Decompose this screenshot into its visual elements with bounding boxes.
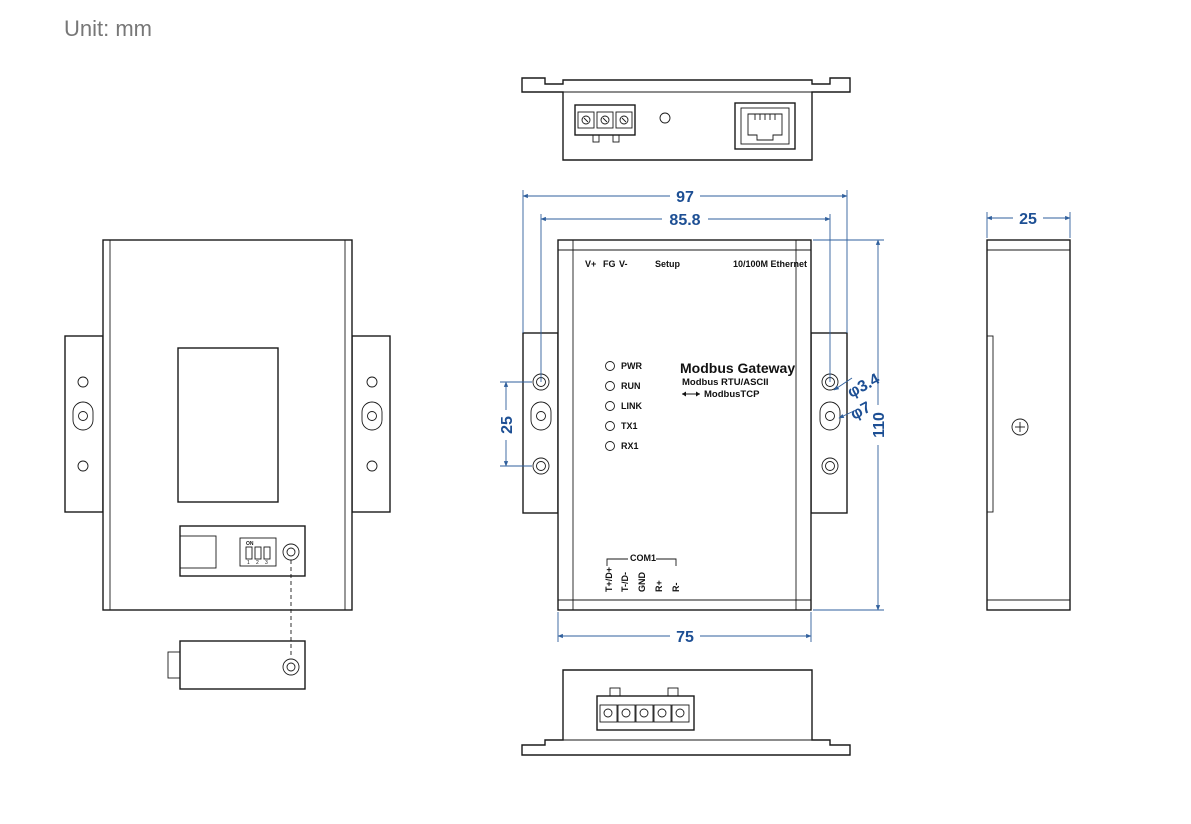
com-port-label: COM1: [630, 553, 656, 563]
product-line2: ModbusTCP: [704, 389, 760, 400]
dip-pos-label: 2: [256, 560, 259, 566]
label-fg: FG: [603, 259, 616, 269]
led-label: LINK: [621, 401, 642, 411]
led-label: RUN: [621, 381, 641, 391]
unit-label: Unit: mm: [64, 16, 152, 41]
label-setup: Setup: [655, 259, 681, 269]
dip-cover: [167, 640, 306, 690]
rear-view: ON 1 2 3: [64, 239, 391, 690]
label-area: [177, 347, 279, 503]
led-label: RX1: [621, 441, 639, 451]
led-label: TX1: [621, 421, 638, 431]
com-pin-label: T-/D-: [620, 572, 630, 592]
label-ethernet: 10/100M Ethernet: [733, 259, 807, 269]
screw-icon: [1011, 418, 1029, 436]
setup-hole-icon: [659, 112, 671, 124]
rj45-port-icon: [734, 102, 796, 150]
front-view: V+ FG V- Setup 10/100M Ethernet PWR RUN …: [522, 239, 848, 611]
bidirectional-arrow-icon: [682, 391, 700, 397]
led-rx1-icon: [605, 441, 615, 451]
com-pin-label: R+: [654, 580, 664, 592]
dip-on-label: ON: [246, 541, 254, 547]
dim-width-body: 75: [676, 629, 694, 646]
mount-slot-icon: [530, 401, 552, 431]
dim-width-outer: 97: [676, 189, 694, 206]
dim-height: 110: [871, 412, 888, 438]
product-name: Modbus Gateway: [680, 360, 795, 376]
led-tx1-icon: [605, 421, 615, 431]
dim-side-depth: 25: [1019, 211, 1037, 228]
led-group: PWR RUN LINK TX1 RX1: [605, 361, 642, 451]
led-link-icon: [605, 401, 615, 411]
side-view: 25: [986, 211, 1071, 611]
label-v-plus: V+: [585, 259, 596, 269]
screw-icon: [282, 658, 300, 676]
dip-switch-icon: ON 1 2 3: [239, 537, 277, 567]
terminal-block-bottom: [596, 687, 695, 731]
led-label: PWR: [621, 361, 642, 371]
dim-flange-hole-spacing: 25: [499, 416, 516, 434]
dip-pos-label: 3: [265, 560, 268, 566]
product-line1: Modbus RTU/ASCII: [682, 377, 769, 388]
com-pin-label: R-: [671, 583, 681, 593]
com-pin-label: GND: [637, 572, 647, 593]
dim-hole-diameter: φ3.4: [845, 371, 883, 402]
dim-hole-spacing: 85.8: [669, 212, 700, 229]
com-pin-label: T+/D+: [604, 567, 614, 592]
led-run-icon: [605, 381, 615, 391]
terminal-block-top: [574, 104, 636, 143]
bottom-view: [521, 669, 851, 756]
led-pwr-icon: [605, 361, 615, 371]
top-view: [521, 77, 851, 161]
label-v-minus: V-: [619, 259, 628, 269]
dip-pos-label: 1: [247, 560, 250, 566]
